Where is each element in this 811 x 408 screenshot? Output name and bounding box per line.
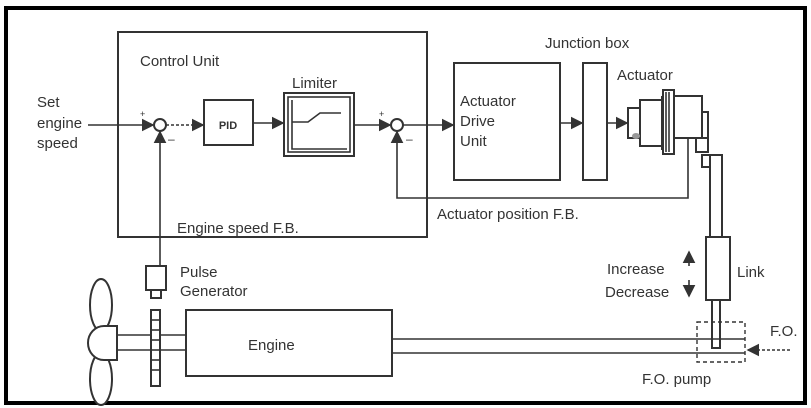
engine-box [185, 309, 393, 377]
engine-label: Engine [248, 337, 295, 354]
actuator-drawing [627, 89, 709, 155]
pulse-generator-label-2: Generator [180, 283, 248, 300]
limiter-box [283, 92, 355, 157]
toothed-wheel [150, 309, 161, 387]
drive-unit-label-1: Actuator [460, 93, 516, 110]
limiter-axes [291, 100, 347, 150]
link-lower-rod [711, 299, 721, 349]
summing-junction-1 [153, 118, 167, 132]
junction-box-label: Junction box [545, 35, 630, 52]
link-label: Link [737, 264, 765, 281]
limiter-inner [287, 96, 351, 153]
limiter-label: Limiter [292, 75, 337, 92]
pid-box [203, 99, 254, 146]
engine-speed-fb-label: Engine speed F.B. [177, 220, 299, 237]
drive-unit-label-3: Unit [460, 133, 488, 150]
fo-label: F.O. [770, 323, 798, 340]
fo-pump-label: F.O. pump [642, 371, 711, 388]
link-upper-rod [709, 154, 723, 238]
decrease-label: Decrease [605, 284, 669, 301]
actuator-position-fb-label: Actuator position F.B. [437, 206, 579, 223]
fo-pump-box [696, 321, 746, 363]
propeller-icon [87, 278, 118, 406]
minus-sign-1: – [168, 132, 175, 146]
link-connector [701, 154, 711, 168]
actuator-position-feedback-line [390, 130, 689, 199]
summing-junction-2 [390, 118, 404, 132]
plus-sign-1: + [140, 109, 145, 119]
set-speed-label-2: engine [37, 115, 82, 132]
set-speed-label-1: Set [37, 94, 60, 111]
pulse-generator-box [145, 265, 167, 291]
pulse-generator-label-1: Pulse [180, 264, 218, 281]
limiter-curve [292, 112, 341, 123]
control-unit-box [117, 31, 428, 238]
actuator-label: Actuator [617, 67, 673, 84]
increase-label: Increase [607, 261, 665, 278]
control-unit-label: Control Unit [140, 53, 220, 70]
actuator-drive-unit-box [453, 62, 561, 181]
plus-sign-2: + [379, 109, 384, 119]
pid-label: PID [219, 120, 237, 132]
drive-unit-label-2: Drive [460, 113, 495, 130]
set-speed-label-3: speed [37, 135, 78, 152]
minus-sign-2: – [406, 132, 413, 146]
junction-box [582, 62, 608, 181]
pulse-generator-sensor [150, 289, 162, 299]
frame [4, 6, 807, 405]
link-body [705, 236, 731, 301]
